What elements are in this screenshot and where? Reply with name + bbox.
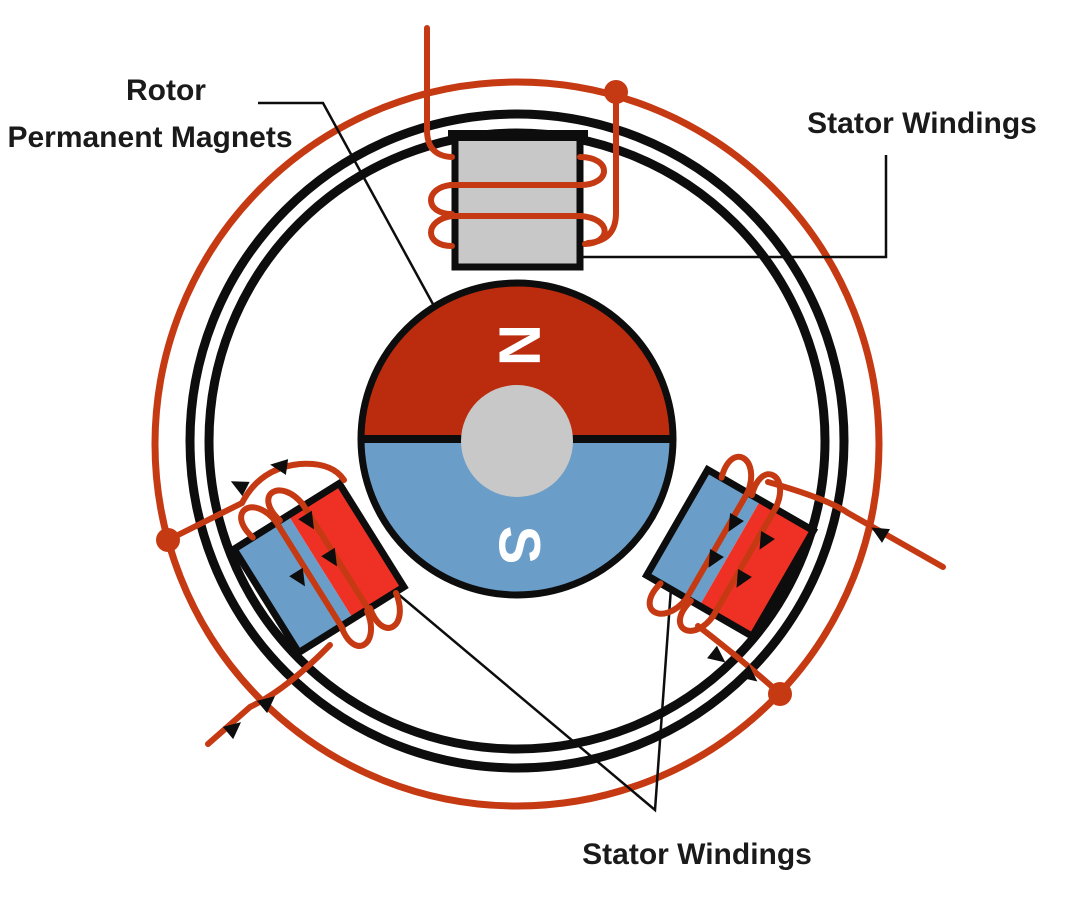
current-arrow bbox=[298, 510, 315, 530]
left-coil-loop bbox=[238, 504, 279, 541]
right-pole-blue-half bbox=[646, 469, 761, 606]
right-coil-loop bbox=[646, 580, 690, 617]
right-coil-loop bbox=[748, 471, 784, 511]
current-arrow bbox=[222, 722, 242, 740]
current-arrow bbox=[708, 549, 724, 568]
junction-dot-bottom-right bbox=[768, 682, 792, 706]
current-arrow bbox=[707, 645, 726, 663]
current-arrow bbox=[289, 567, 306, 587]
rotor-south-half bbox=[361, 439, 673, 595]
current-arrow bbox=[871, 527, 890, 543]
left-coil-loop bbox=[366, 590, 403, 631]
rotor-north-half bbox=[361, 283, 673, 439]
stator-outer-ring bbox=[185, 109, 849, 773]
rotor-label-line1: Rotor bbox=[126, 74, 206, 107]
rotor-leader-line bbox=[258, 101, 436, 307]
stator-windings-label-bottom: Stator Windings bbox=[582, 838, 812, 871]
rotor-label-line2: Permanent Magnets bbox=[7, 121, 292, 154]
right-coil-turn bbox=[682, 487, 753, 604]
junction-dot-top bbox=[604, 80, 628, 104]
left-coil-turn bbox=[271, 517, 346, 632]
phase-ring bbox=[151, 78, 883, 810]
top-pole-shoe bbox=[448, 130, 588, 141]
top-coil-ring-wire bbox=[585, 94, 619, 246]
left-coil-turn bbox=[299, 500, 373, 615]
left-pole-blue-half bbox=[234, 515, 354, 653]
stator-bottom-leader-line bbox=[397, 587, 673, 813]
left-coil-ring-wire bbox=[167, 460, 347, 542]
right-pole-outline bbox=[641, 464, 819, 642]
current-arrow bbox=[270, 459, 289, 475]
right-coil-loop bbox=[676, 597, 717, 634]
stator-winding-top bbox=[424, 25, 619, 271]
current-arrow bbox=[728, 513, 744, 532]
current-arrow bbox=[759, 531, 775, 550]
left-pole-red-half bbox=[288, 483, 404, 619]
right-coil-loop bbox=[718, 453, 755, 495]
stator-top-leader-line bbox=[583, 155, 888, 259]
rotor-shaft-hub bbox=[461, 385, 573, 497]
right-coil-turn bbox=[709, 503, 780, 620]
stator-winding-left bbox=[167, 460, 409, 747]
top-pole-core bbox=[455, 135, 580, 267]
current-arrow bbox=[736, 569, 752, 588]
current-arrow bbox=[256, 696, 276, 714]
rotor-south-label: S bbox=[487, 526, 552, 565]
left-pole-group bbox=[229, 478, 409, 658]
top-coil-loop bbox=[577, 154, 607, 188]
rotor-north-label: N bbox=[487, 324, 552, 366]
junction-dot-left bbox=[156, 528, 180, 552]
right-pole-red-half bbox=[699, 500, 814, 637]
left-coil-lead-wire bbox=[205, 642, 333, 747]
left-coil-loop bbox=[338, 608, 374, 649]
current-arrows bbox=[222, 459, 890, 740]
right-coil-lead-wire bbox=[765, 479, 946, 570]
stator-windings-label-top: Stator Windings bbox=[807, 107, 1037, 140]
top-coil-loop bbox=[428, 182, 455, 217]
top-coil-feed-wire bbox=[424, 25, 455, 160]
left-coil-loop bbox=[265, 487, 307, 524]
top-coil-loop bbox=[428, 213, 455, 249]
left-pole-outline bbox=[229, 478, 409, 658]
rotor-outline bbox=[357, 279, 677, 599]
diagram-labels: Rotor Permanent Magnets Stator Windings … bbox=[7, 74, 1036, 871]
right-pole-group bbox=[641, 453, 819, 642]
leader-lines bbox=[258, 101, 888, 813]
junction-dots bbox=[156, 80, 792, 706]
rotor: N S bbox=[357, 279, 677, 599]
current-arrow bbox=[230, 481, 250, 497]
current-arrow bbox=[321, 547, 338, 567]
right-coil-ring-wire bbox=[695, 623, 781, 695]
current-arrow bbox=[739, 664, 758, 682]
stator-winding-right bbox=[641, 453, 946, 695]
